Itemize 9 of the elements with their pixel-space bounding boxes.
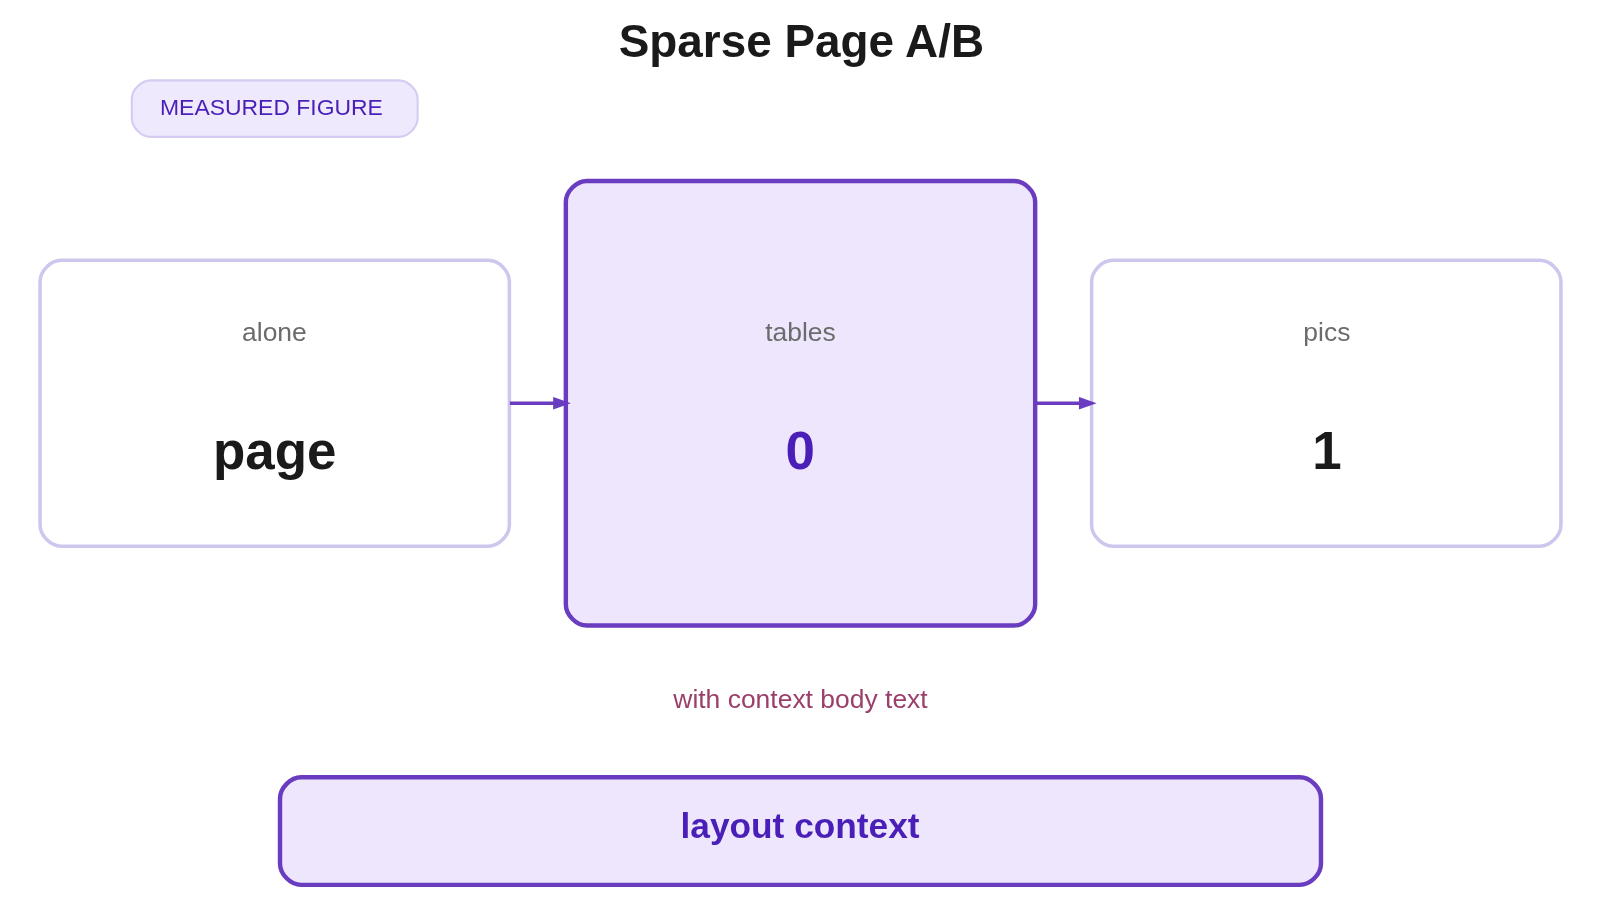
node-box: MEASURED FIGURE bbox=[130, 79, 419, 138]
arrow bbox=[509, 397, 571, 410]
node-box: layout context bbox=[277, 775, 1323, 888]
node-label: with context body text bbox=[672, 683, 928, 714]
node-box: alone page bbox=[37, 258, 511, 548]
diagram-title: Sparse Page A/B bbox=[618, 15, 984, 68]
node-box: pics 1 bbox=[1089, 258, 1563, 548]
arrow bbox=[1035, 397, 1097, 410]
node-box: tables 0 bbox=[563, 178, 1037, 628]
